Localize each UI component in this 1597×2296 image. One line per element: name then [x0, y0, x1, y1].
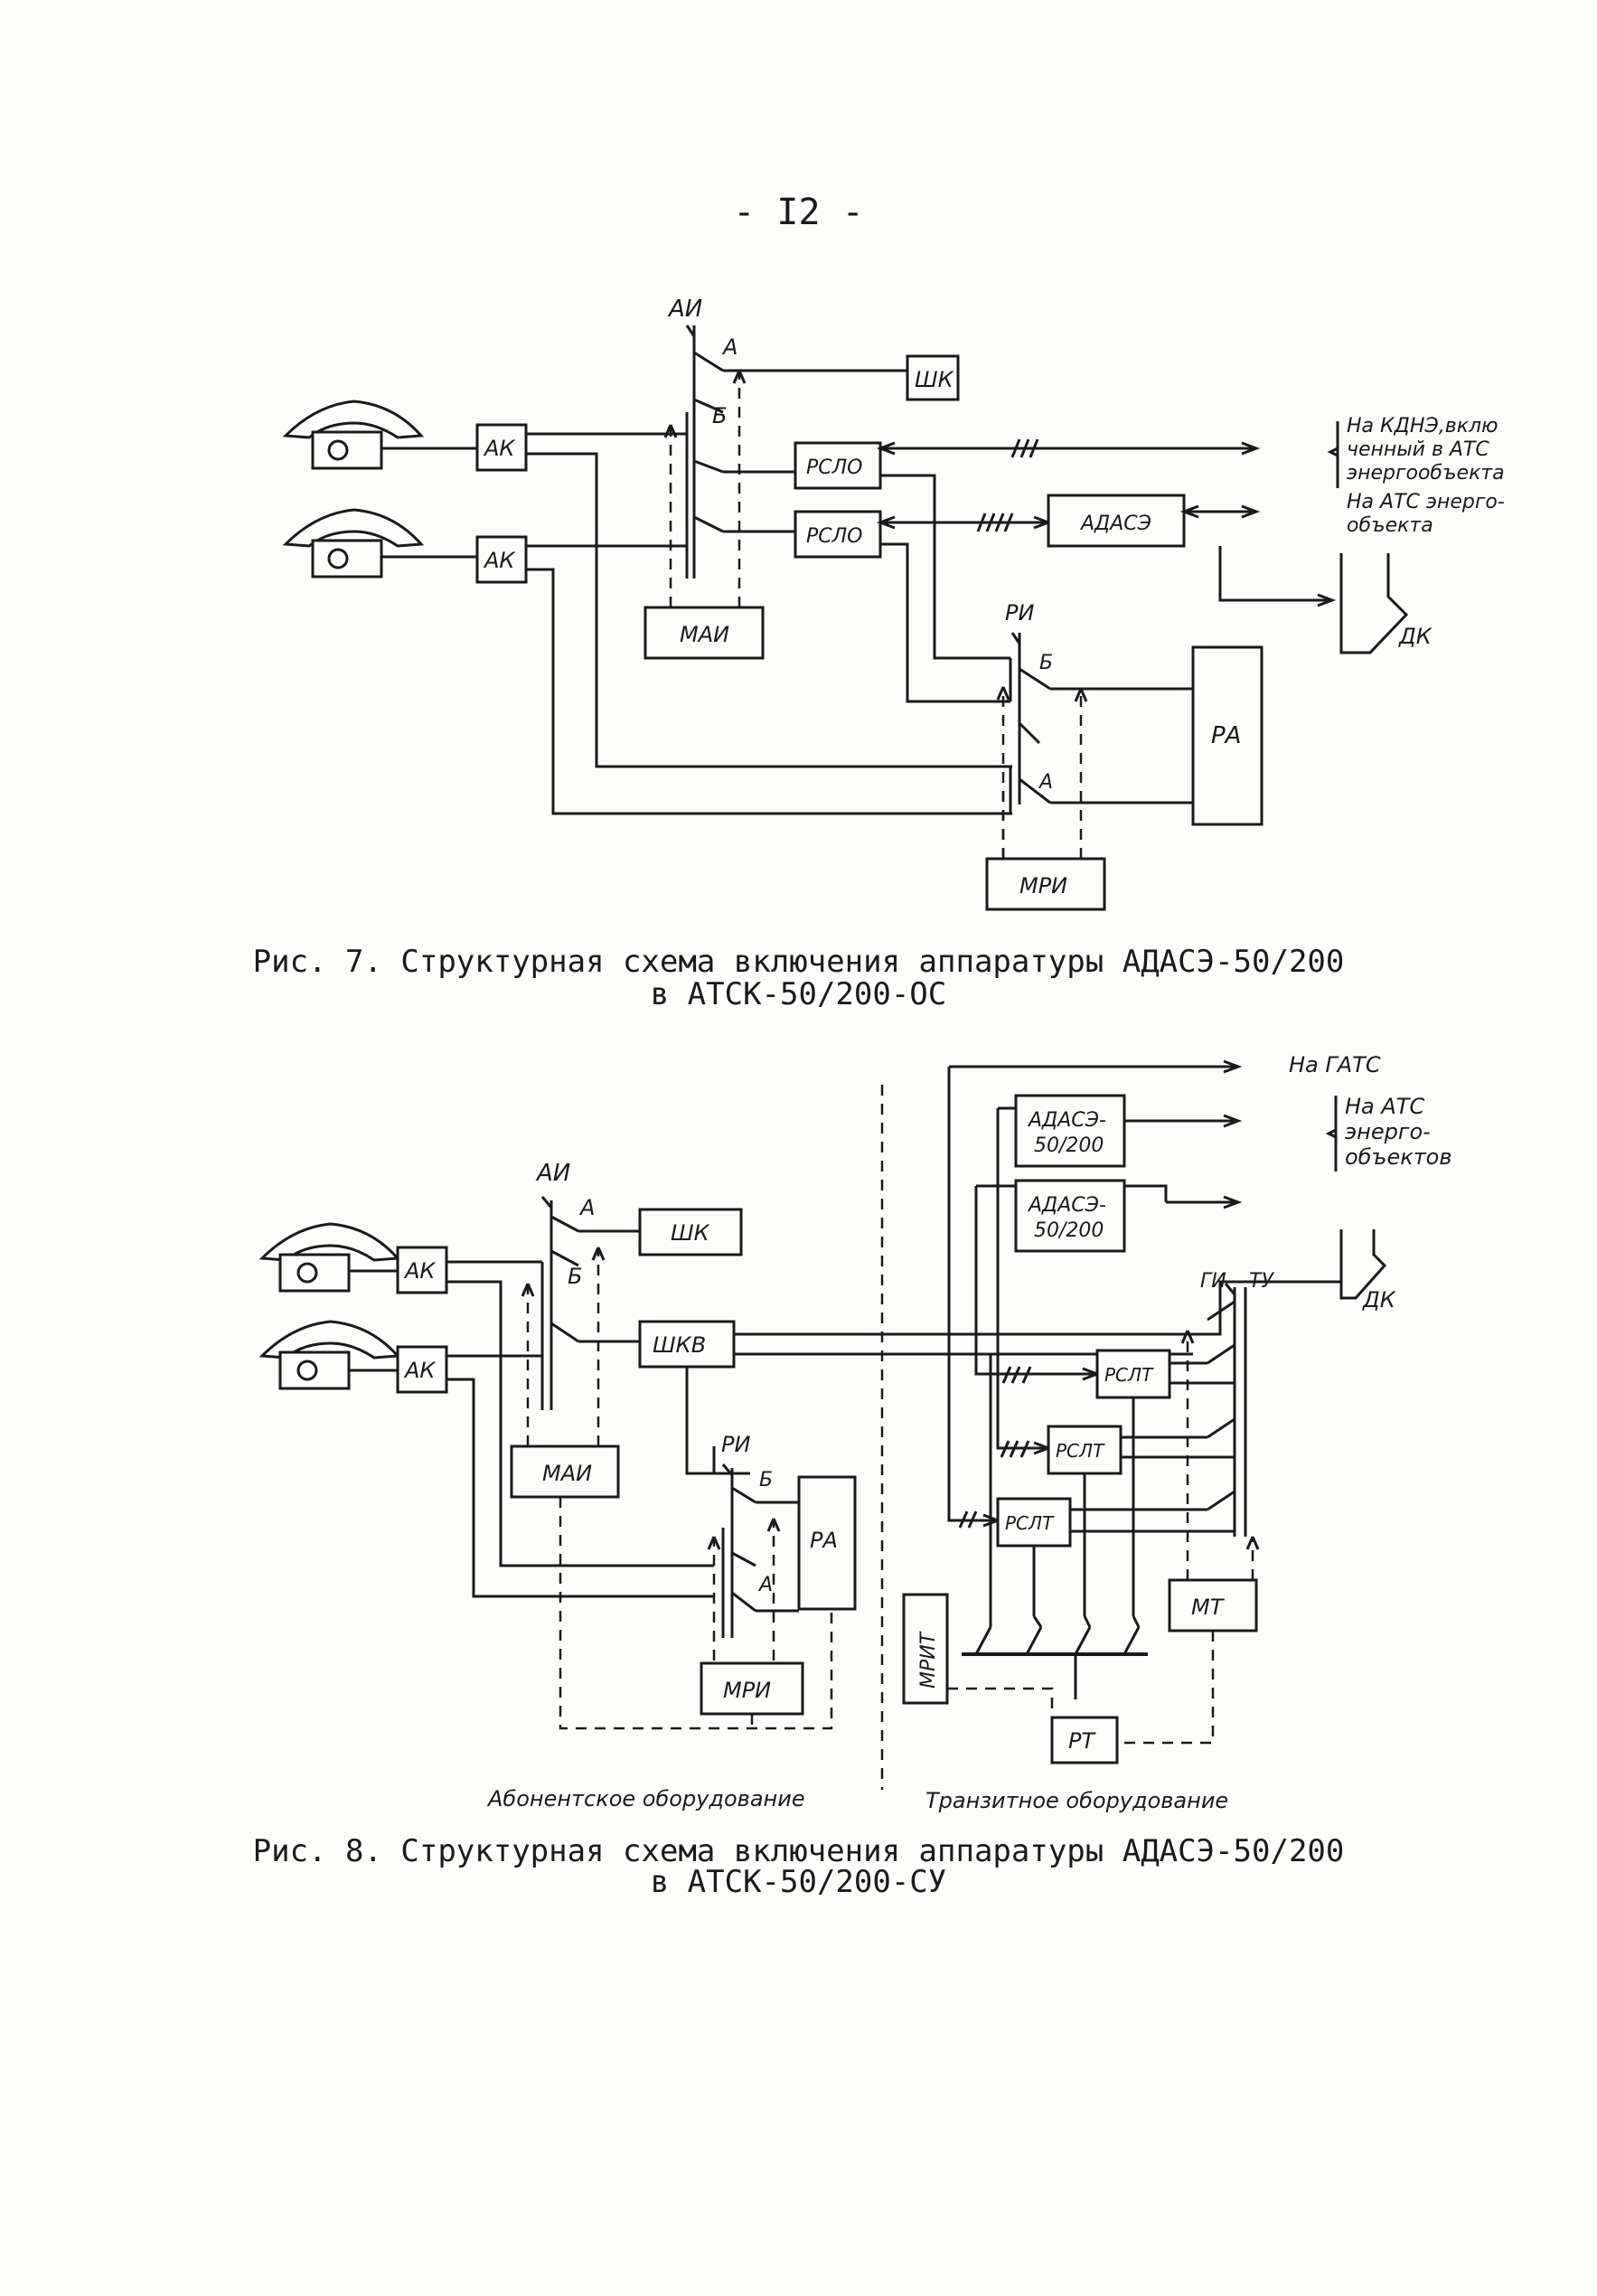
b-label: Б [568, 1264, 582, 1289]
ri-a-label: А [1038, 771, 1053, 794]
telephone-icon [282, 400, 425, 470]
adase-label: АДАСЭ [1079, 513, 1151, 535]
ak-block-2 [475, 535, 528, 584]
b-label: Б [712, 403, 727, 428]
subscriber-equipment-label: Абонентское оборудование [486, 1786, 805, 1811]
adase-block [1047, 494, 1186, 548]
ra-block [797, 1475, 857, 1611]
rt-label: РТ [1068, 1728, 1096, 1754]
note-ats-line1: На АТС энерго- [1347, 491, 1505, 513]
rslt-block-3 [996, 1497, 1072, 1548]
note-kdne-line2: ченный в АТС [1347, 438, 1489, 461]
note-line3: объектов [1345, 1144, 1452, 1170]
ri-label: РИ [721, 1432, 750, 1457]
a-label: А [721, 334, 737, 360]
adase-label-2b: 50/200 [1034, 1219, 1104, 1242]
mai-label: МАИ [542, 1461, 592, 1486]
mt-label: МТ [1191, 1595, 1226, 1620]
rslo-block-2 [794, 510, 882, 559]
gi-label: ГИ [1200, 1270, 1226, 1293]
ra-label: РА [810, 1528, 838, 1553]
rslt-label-3: РСЛТ [1005, 1512, 1055, 1534]
shkv-block [638, 1320, 736, 1369]
mri-block [985, 857, 1106, 911]
adase-label-1b: 50/200 [1034, 1134, 1104, 1157]
shk-label: ШК [915, 367, 954, 392]
note-kdne-line1: На КДНЭ,вклю [1347, 415, 1498, 438]
ak-label-1: АК [403, 1258, 436, 1284]
mrit-block [902, 1593, 949, 1705]
rslt-block-2 [1047, 1425, 1123, 1475]
telephone-icon [282, 508, 425, 579]
ri-b-label: Б [1039, 652, 1053, 674]
rslt-label-2: РСЛТ [1056, 1440, 1105, 1462]
mai-block [510, 1444, 620, 1499]
mrit-label: МРИТ [917, 1631, 940, 1689]
adase-block-2 [1014, 1179, 1126, 1253]
mai-block [643, 606, 765, 660]
figure-7-caption-line-1: Рис. 7. Структурная схема включения аппа… [252, 944, 1345, 980]
rslo-block-1 [794, 441, 882, 490]
telephone-icon [258, 1222, 401, 1293]
note-ats-line2: объекта [1347, 514, 1433, 537]
mri-label: МРИ [1019, 873, 1067, 899]
adase-label-1a: АДАСЭ- [1027, 1109, 1106, 1132]
dk-label: ДК [1398, 624, 1433, 649]
figure-8-caption-line-1: Рис. 8. Структурная схема включения аппа… [252, 1833, 1345, 1869]
rt-block [1050, 1716, 1119, 1764]
telephone-icon [258, 1320, 401, 1390]
ra-block [1191, 645, 1264, 826]
rslo-label-2: РСЛО [806, 525, 863, 548]
ak-block-2 [396, 1345, 448, 1394]
figure-7-caption-line-2: в АТСК-50/200-ОС [650, 976, 947, 1012]
ak-label-2: АК [403, 1358, 436, 1383]
rslt-label-1: РСЛТ [1104, 1364, 1154, 1386]
ri-b-label: Б [759, 1469, 773, 1491]
dk-label: ДК [1362, 1287, 1396, 1313]
note-line2: энерго- [1345, 1119, 1431, 1144]
shkv-label: ШКВ [653, 1332, 706, 1358]
ak-label-2: АК [483, 548, 515, 573]
note-line1: На АТС [1345, 1094, 1424, 1119]
ak-label-1: АК [483, 436, 515, 461]
adase-block-1 [1014, 1094, 1126, 1168]
ai-label: АИ [667, 296, 702, 323]
a-label: А [578, 1195, 595, 1220]
ai-label: АИ [535, 1160, 570, 1187]
transit-equipment-label: Транзитное оборудование [925, 1788, 1228, 1813]
na-gats-label: На ГАТС [1289, 1052, 1381, 1077]
ak-block-1 [396, 1246, 448, 1294]
ra-label: РА [1211, 722, 1241, 749]
tu-label: ТУ [1249, 1270, 1274, 1293]
shk-block [638, 1208, 743, 1256]
shk-block [906, 354, 960, 401]
figure-8-caption-line-2: в АТСК-50/200-СУ [650, 1864, 947, 1900]
mri-label: МРИ [723, 1678, 771, 1703]
mri-block [700, 1661, 804, 1716]
ri-label: РИ [1005, 600, 1034, 626]
adase-label-2a: АДАСЭ- [1027, 1194, 1106, 1217]
rslo-label-1: РСЛО [806, 456, 863, 479]
page-number: - I2 - [733, 192, 864, 233]
note-kdne-line3: энергообъекта [1347, 462, 1505, 485]
mai-label: МАИ [680, 622, 729, 647]
ak-block-1 [475, 423, 528, 472]
shk-label: ШК [671, 1220, 710, 1246]
rslt-block-1 [1095, 1349, 1171, 1399]
ri-a-label: А [757, 1574, 773, 1596]
